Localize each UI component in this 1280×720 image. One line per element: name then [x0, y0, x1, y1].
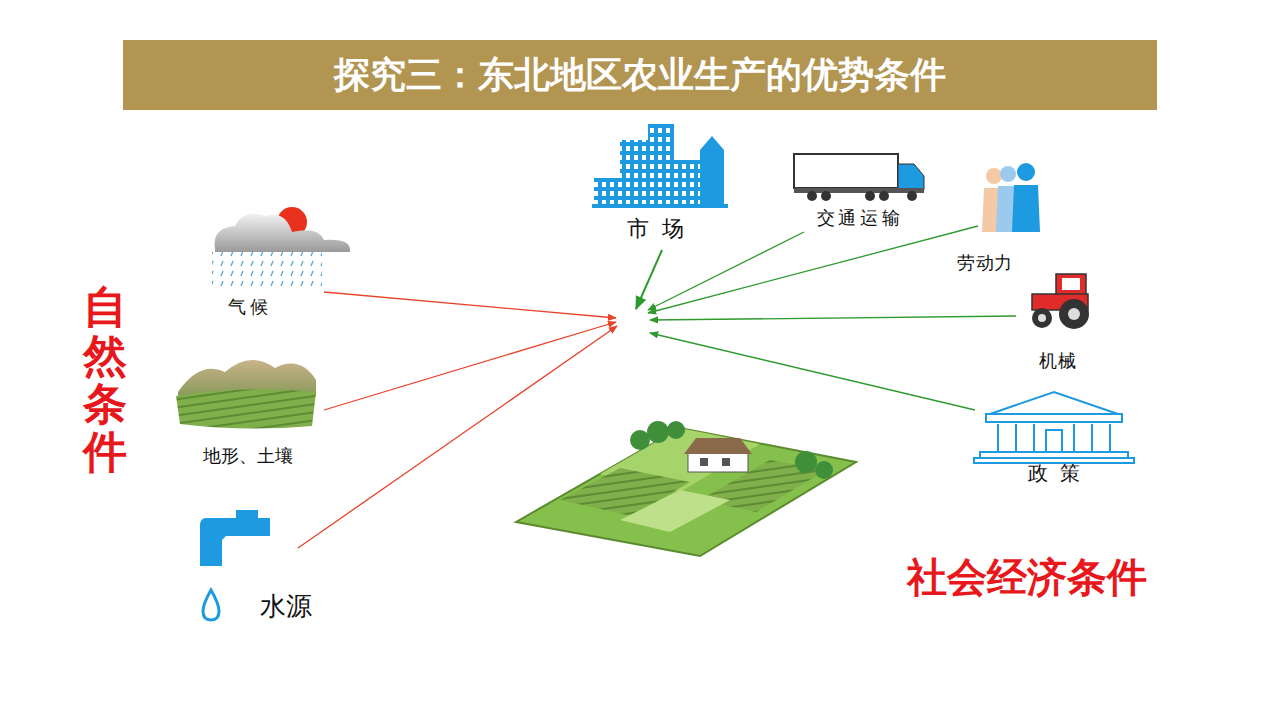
factor-label: 政策 [1028, 461, 1092, 485]
factor-label: 气候 [228, 296, 271, 318]
factor-label: 地形、土壤 [203, 445, 293, 467]
factor-label: 交通运输 [817, 207, 903, 229]
factor-label: 劳动力 [957, 252, 1014, 274]
workers-icon [982, 163, 1040, 232]
slide-title: 探究三：东北地区农业生产的优势条件 [334, 51, 946, 100]
title-band: 探究三：东北地区农业生产的优势条件 [123, 40, 1157, 110]
city-icon [592, 124, 728, 208]
weather-icon [212, 207, 350, 286]
faucet-icon [200, 510, 270, 620]
factor-label: 市场 [627, 216, 697, 242]
group-heading: 自然条件 [83, 283, 127, 477]
truck-icon [794, 154, 924, 201]
factor-label: 机械 [1039, 350, 1077, 372]
terrain-icon [176, 360, 316, 429]
group-heading: 社会经济条件 [907, 553, 1147, 601]
government-icon [974, 392, 1134, 463]
factor-label: 水源 [260, 591, 312, 622]
tractor-icon [1032, 274, 1089, 329]
farm-illustration [516, 421, 856, 556]
factor-arrows [298, 226, 1016, 548]
